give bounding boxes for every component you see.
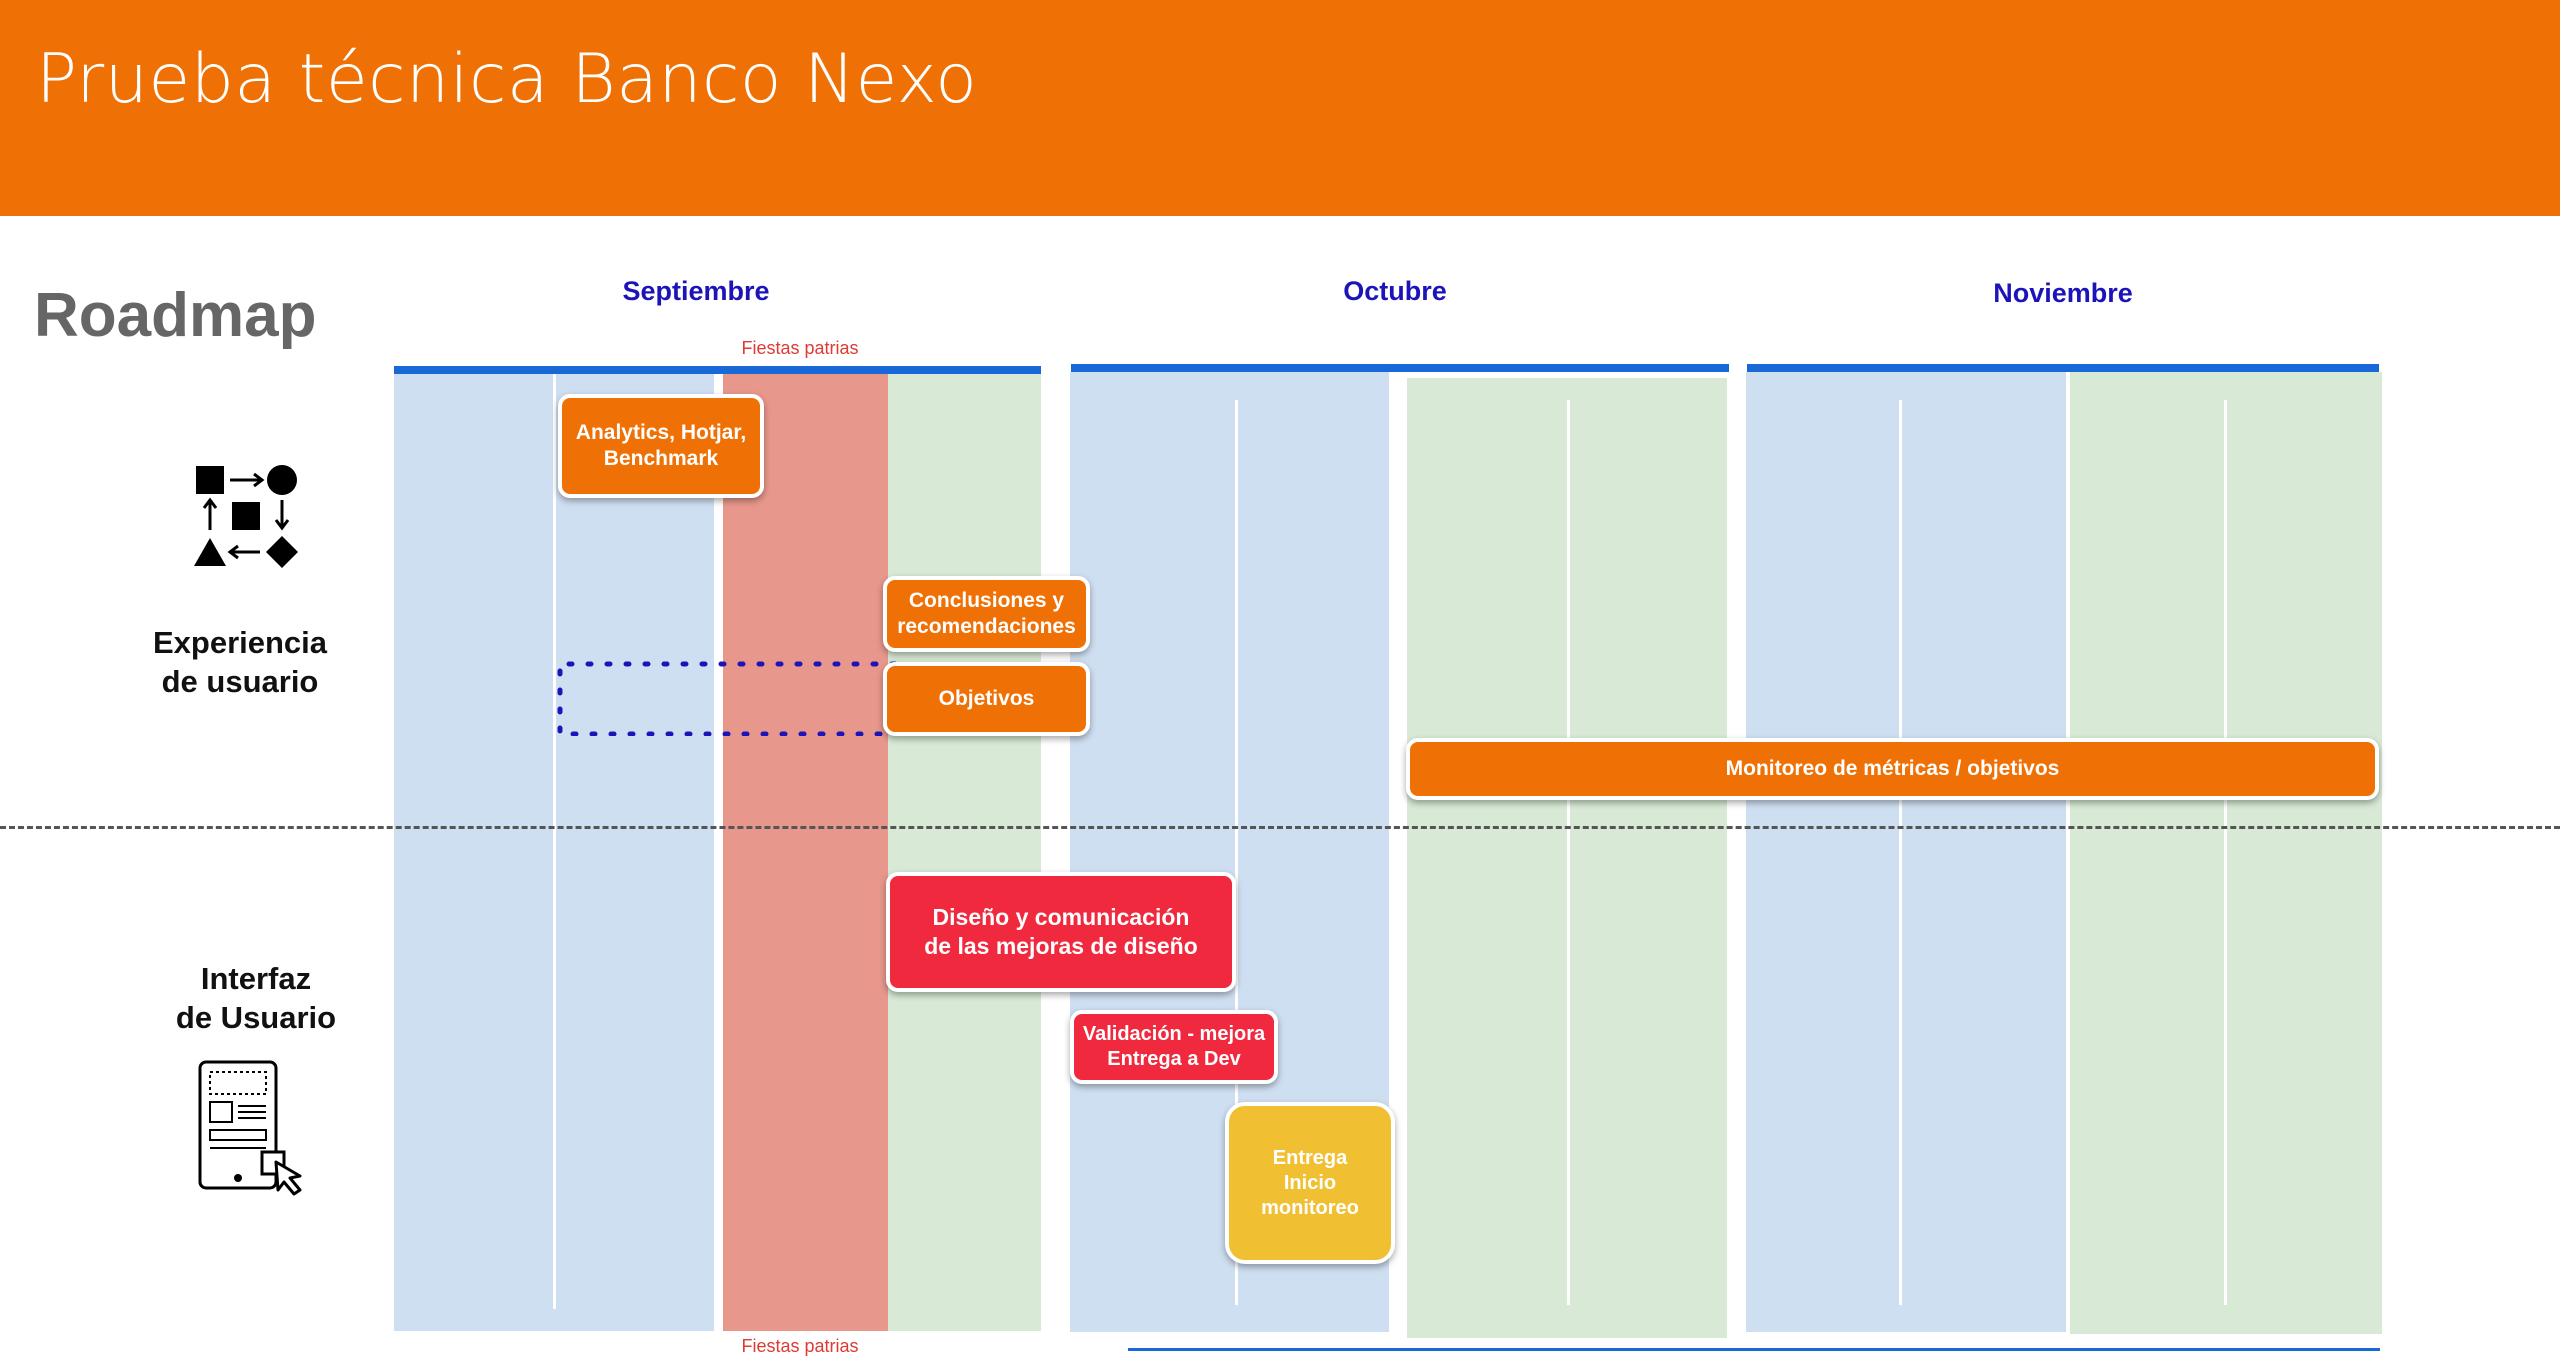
- week-divider: [1235, 400, 1238, 1305]
- task-conclusiones[interactable]: Conclusiones y recomendaciones: [883, 576, 1090, 652]
- month-label-noviembre: Noviembre: [1993, 278, 2133, 308]
- task-diseno-comunicacion[interactable]: Diseño y comunicación de las mejoras de …: [886, 872, 1236, 992]
- holiday-label-bottom: Fiestas patrias: [741, 1336, 859, 1356]
- header-bar: [0, 0, 2560, 216]
- section-divider: [0, 826, 2560, 829]
- task-validacion-entrega-dev[interactable]: Validación - mejora Entrega a Dev: [1070, 1010, 1278, 1084]
- task-objetivos[interactable]: Objetivos: [883, 662, 1090, 736]
- week-divider: [2224, 400, 2227, 1305]
- mobile-wireframe-click-icon: [198, 1060, 302, 1196]
- process-flow-icon: [194, 465, 298, 568]
- holiday-label-top: Fiestas patrias: [741, 338, 859, 358]
- month-rule-octubre: [1071, 364, 1729, 372]
- task-analytics-hotjar-benchmark[interactable]: Analytics, Hotjar, Benchmark: [558, 394, 764, 498]
- bottom-rule: [1128, 1348, 2380, 1351]
- month-rule-noviembre: [1747, 364, 2379, 372]
- roadmap-heading: Roadmap: [34, 281, 317, 350]
- week-divider: [553, 374, 556, 1309]
- task-monitoreo-metricas[interactable]: Monitoreo de métricas / objetivos: [1406, 738, 2379, 800]
- task-entrega-inicio-monitoreo[interactable]: Entrega Inicio monitoreo: [1225, 1102, 1395, 1264]
- week-column: [888, 374, 1041, 1331]
- section-label-ui: Interfaz de Usuario: [175, 961, 337, 1035]
- week-divider: [1899, 400, 1902, 1305]
- week-column: [1746, 372, 2066, 1332]
- week-divider: [1567, 400, 1570, 1305]
- holiday-column: [723, 374, 888, 1331]
- section-label-ux: Experiencia de usuario: [152, 625, 328, 699]
- page-title: Prueba técnica Banco Nexo: [36, 40, 978, 119]
- month-label-septiembre: Septiembre: [622, 276, 770, 306]
- month-label-octubre: Octubre: [1343, 276, 1447, 306]
- month-rule-septiembre: [394, 366, 1041, 374]
